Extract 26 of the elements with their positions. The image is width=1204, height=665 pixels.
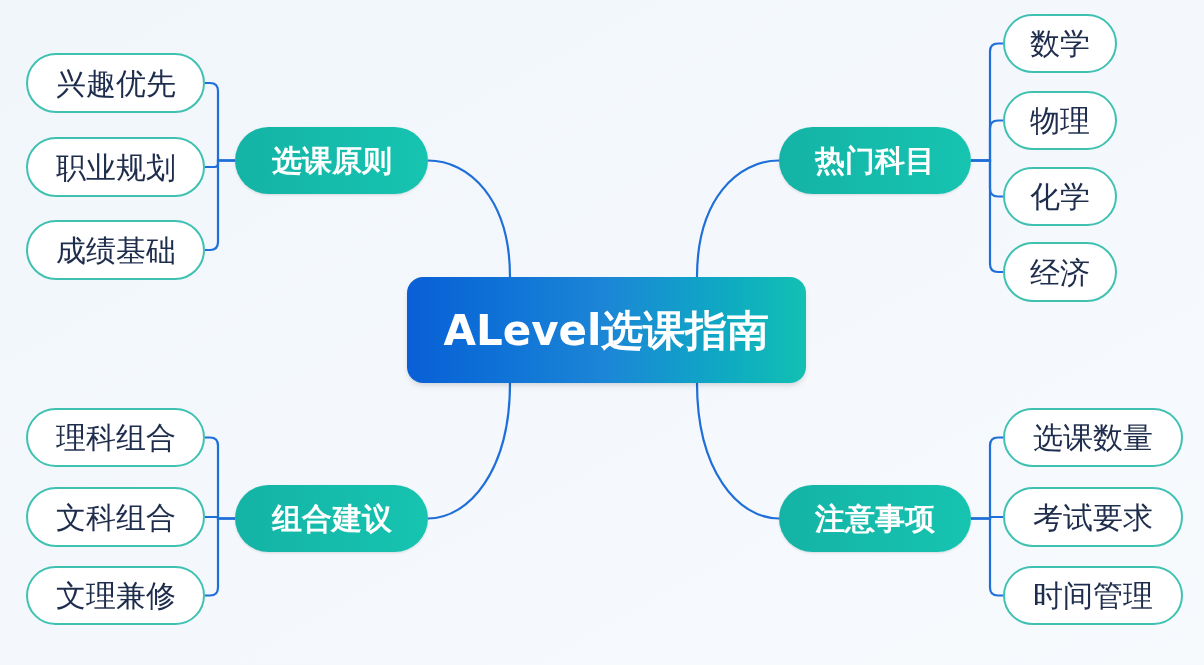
connector-line [971,517,1003,597]
subtopic-pill: 物理 [1003,91,1117,150]
connector-line [427,382,512,520]
connector-line [971,159,1003,274]
subtopic-pill: 经济 [1003,242,1117,302]
subtopic-pill: 兴趣优先 [26,53,205,113]
connector-line [205,517,235,597]
branch-topic-pill: 热门科目 [779,127,971,194]
branch-topic-pill: 选课原则 [235,127,428,194]
connector-line [427,159,512,278]
connector-line [695,382,780,520]
connector-line [695,159,780,278]
branch-topic-pill: 组合建议 [235,485,428,552]
subtopic-pill: 成绩基础 [26,220,205,280]
subtopic-pill: 文科组合 [26,487,205,547]
branch-topic-pill: 注意事项 [779,485,971,552]
connector-line [205,159,235,252]
subtopic-pill: 时间管理 [1003,566,1183,625]
subtopic-pill: 文理兼修 [26,566,205,625]
subtopic-pill: 化学 [1003,167,1117,226]
subtopic-pill: 数学 [1003,14,1117,73]
subtopic-pill: 理科组合 [26,408,205,467]
subtopic-pill: 选课数量 [1003,408,1183,467]
subtopic-pill: 考试要求 [1003,487,1183,547]
subtopic-pill: 职业规划 [26,137,205,197]
central-topic-box: ALevel选课指南 [407,277,806,383]
